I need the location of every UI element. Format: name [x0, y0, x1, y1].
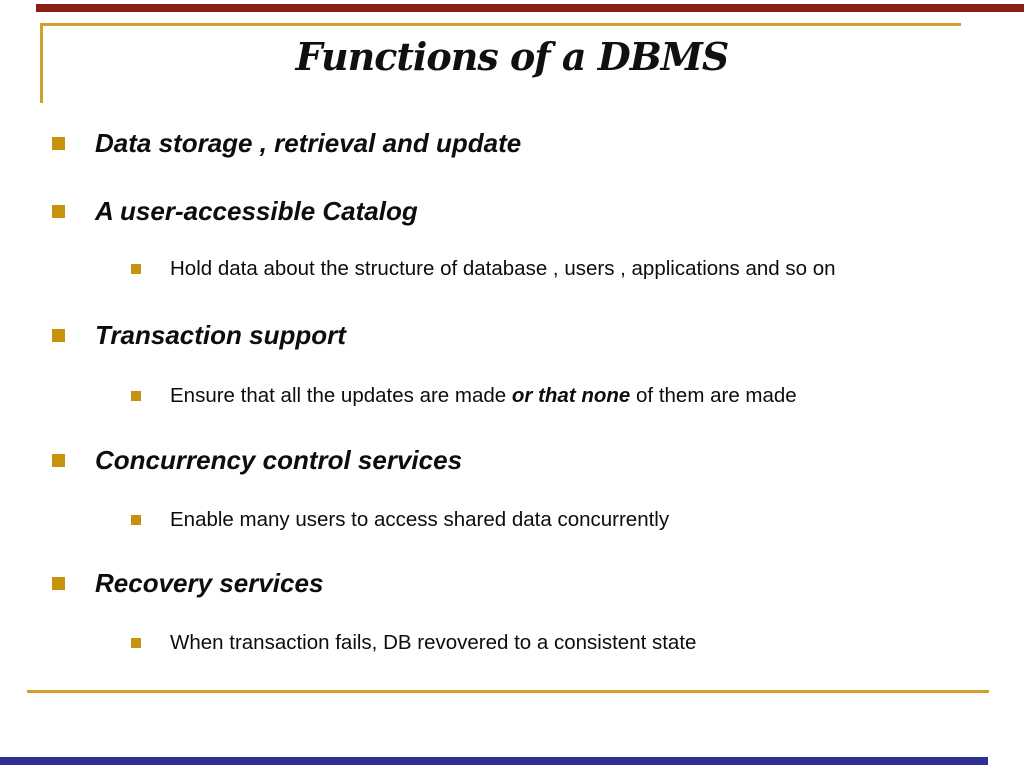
bottom-accent-bar [0, 757, 988, 765]
bullet-item-level2: Enable many users to access shared data … [0, 508, 1024, 532]
bullet-item-level2: Ensure that all the updates are made or … [0, 384, 1024, 408]
bullet-square-icon [131, 264, 141, 274]
bullet-square-icon [52, 329, 65, 342]
title-frame-top-rule [40, 23, 961, 26]
bullet-text-emphasis: or that none [511, 384, 631, 407]
top-accent-bar [36, 4, 1024, 12]
bullet-square-icon [52, 577, 65, 590]
bullet-item-level1: Concurrency control services [0, 447, 1024, 474]
bullet-square-icon [131, 515, 141, 525]
bullet-text: Hold data about the structure of databas… [170, 257, 836, 280]
bullet-text: A user-accessible Catalog [95, 196, 418, 226]
bullet-item-level1: Recovery services [0, 570, 1024, 597]
bullet-square-icon [131, 391, 141, 401]
bullet-text: Enable many users to access shared data … [170, 508, 670, 531]
bullet-square-icon [131, 638, 141, 648]
bullet-item-level1: A user-accessible Catalog [0, 198, 1024, 225]
bullet-item-level1: Transaction support [0, 322, 1024, 349]
bullet-text: Data storage , retrieval and update [95, 128, 522, 158]
bullet-item-level2: Hold data about the structure of databas… [0, 257, 1024, 281]
bullet-text: Transaction support [95, 320, 346, 350]
bullet-square-icon [52, 205, 65, 218]
bullet-item-level2: When transaction fails, DB revovered to … [0, 631, 1024, 655]
bullet-square-icon [52, 137, 65, 150]
bullet-item-level1: Data storage , retrieval and update [0, 130, 1024, 157]
bullet-text: Concurrency control services [95, 445, 463, 475]
title-frame-left-rule [40, 23, 43, 103]
bullet-text: When transaction fails, DB revovered to … [170, 631, 697, 654]
bullet-text: Recovery services [95, 568, 324, 598]
bullet-text: Ensure that all the updates are made or … [170, 384, 984, 408]
bullet-text-before: Ensure that all the updates are made [170, 384, 512, 407]
bullet-text-after: of them are made [630, 384, 797, 407]
bullet-square-icon [52, 454, 65, 467]
footer-rule [27, 690, 989, 693]
slide-title: Functions of a DBMS [295, 34, 730, 79]
